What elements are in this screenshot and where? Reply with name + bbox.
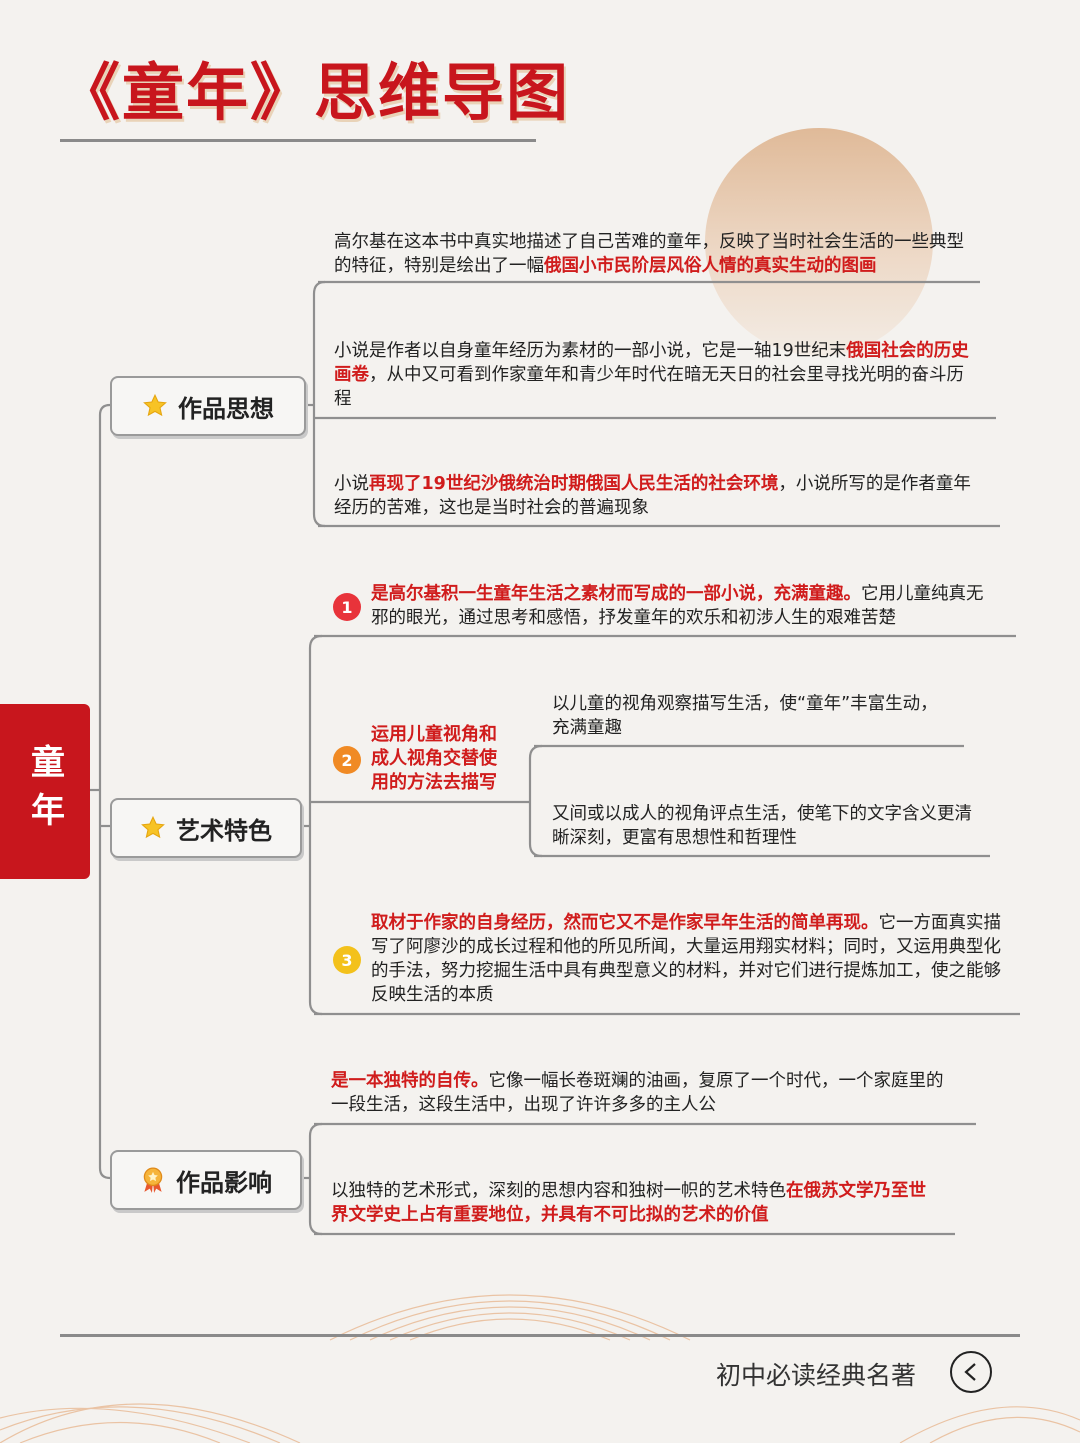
page-title: 《童年》思维导图: [58, 56, 571, 129]
branch-label: 作品思想: [178, 394, 274, 423]
text-segment: 小说: [334, 474, 369, 494]
footer-divider: [60, 1334, 1020, 1337]
highlighted-text: 俄国社会的历史画卷: [334, 341, 969, 385]
leaf-text: 以独特的艺术形式，深刻的思想内容和独树一帜的艺术特色在俄苏文学乃至世界文学史上占…: [331, 1179, 941, 1227]
footer-caption: 初中必读经典名著: [716, 1361, 917, 1390]
number-badge-3: 3: [333, 946, 361, 974]
branch-label: 作品影响: [176, 1168, 272, 1197]
sub-leaf-text: 又间或以成人的视角评点生活，使笔下的文字含义更清晰深刻，更富有思想性和哲理性: [552, 802, 972, 850]
star-icon: [141, 815, 165, 839]
branch-label: 艺术特色: [176, 816, 272, 845]
leaf-text: 是一本独特的自传。它像一幅长卷斑斓的油画，复原了一个时代，一个家庭里的一段生活，…: [331, 1069, 951, 1117]
award-medal-icon: [143, 1167, 163, 1193]
branch-node-ideas: 作品思想: [110, 376, 306, 436]
decorative-sun: [705, 128, 933, 356]
text-segment: ，从中又可看到作家童年和青少年时代在暗无天日的社会里寻找光明的奋斗历程: [334, 365, 964, 409]
highlighted-text: 俄国小市民阶层风俗人情的真实生动的图画: [544, 256, 877, 276]
number-badge-2: 2: [333, 746, 361, 774]
highlighted-text: 在俄苏文学乃至世界文学史上占有重要地位，并具有不可比拟的艺术的价值: [331, 1181, 926, 1225]
text-segment: 以独特的艺术形式，深刻的思想内容和独树一帜的艺术特色: [331, 1181, 786, 1201]
text-segment: 又间或以成人的视角评点生活，使笔下的文字含义更清晰深刻，更富有思想性和哲理性: [552, 804, 972, 848]
text-segment: 它像一幅长卷斑斓的油画，复原了一个时代，一个家庭里的一段生活，这段生活中，出现了…: [331, 1071, 944, 1115]
root-node: 童年: [0, 704, 90, 879]
leaf-text: 取材于作家的自身经历，然而它又不是作家早年生活的简单再现。它一方面真实描写了阿廖…: [371, 911, 1011, 1007]
highlighted-text: 是高尔基积一生童年生活之素材而写成的一部小说，充满童趣。: [371, 584, 861, 604]
branch-node-art: 艺术特色: [110, 798, 302, 858]
text-segment: 它一方面真实描写了阿廖沙的成长过程和他的所见所闻，大量运用翔实材料；同时，又运用…: [371, 913, 1001, 1005]
text-segment: 以儿童的视角观察描写生活，使“童年”丰富生动，充满童趣: [552, 694, 938, 738]
highlighted-text: 是一本独特的自传。: [331, 1071, 489, 1091]
leaf-text: 是高尔基积一生童年生活之素材而写成的一部小说，充满童趣。它用儿童纯真无邪的眼光，…: [371, 582, 991, 630]
text-segment: 高尔基在这本书中真实地描述了自己苦难的童年，反映了当时社会生活的一些典型的特征，…: [334, 232, 964, 276]
text-segment: ，小说所写的是作者童年经历的苦难，这也是当时社会的普遍现象: [334, 474, 971, 518]
chevron-left-icon: [964, 1363, 976, 1381]
highlighted-text: 再现了19世纪沙俄统治时期俄国人民生活的社会环境: [369, 474, 779, 494]
title-underline: [60, 139, 536, 142]
text-segment: 它用儿童纯真无邪的眼光，通过思考和感悟，抒发童年的欢乐和初涉人生的艰难苦楚: [371, 584, 984, 628]
method-label: 运用儿童视角和成人视角交替使用的方法去描写: [371, 724, 497, 793]
number-badge-1: 1: [333, 593, 361, 621]
leaf-text: 小说是作者以自身童年经历为素材的一部小说，它是一轴19世纪末俄国社会的历史画卷，…: [334, 339, 979, 411]
leaf-text: 小说再现了19世纪沙俄统治时期俄国人民生活的社会环境，小说所写的是作者童年经历的…: [334, 472, 979, 520]
back-button[interactable]: [950, 1351, 992, 1393]
highlighted-text: 取材于作家的自身经历，然而它又不是作家早年生活的简单再现。: [371, 913, 879, 933]
star-icon: [143, 393, 167, 417]
leaf-text: 高尔基在这本书中真实地描述了自己苦难的童年，反映了当时社会生活的一些典型的特征，…: [334, 230, 974, 278]
sub-leaf-text: 以儿童的视角观察描写生活，使“童年”丰富生动，充满童趣: [552, 692, 952, 740]
branch-node-influence: 作品影响: [110, 1150, 302, 1210]
text-segment: 小说是作者以自身童年经历为素材的一部小说，它是一轴19世纪末: [334, 341, 847, 361]
